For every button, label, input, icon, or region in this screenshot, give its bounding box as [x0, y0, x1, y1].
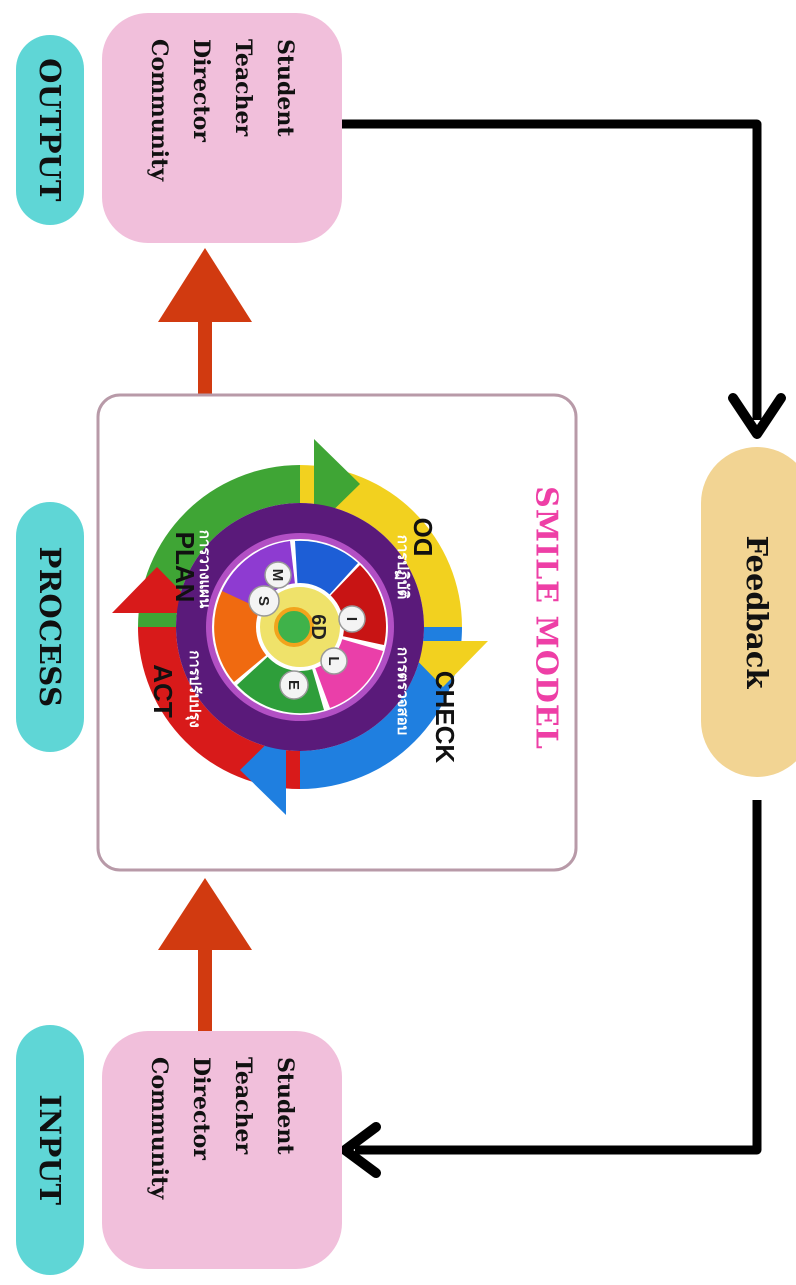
core-6d-label: 6D — [307, 614, 329, 640]
input-card-line: Student — [272, 1057, 298, 1155]
check-segment — [300, 627, 462, 789]
input-card-line: Teacher — [230, 1057, 256, 1155]
letter-s: S — [255, 596, 272, 606]
input-to-process-arrowhead — [158, 878, 252, 950]
output-card-line: Community — [146, 39, 172, 182]
smile-model-title: SMILE MODEL — [528, 486, 564, 750]
plan-label: PLAN — [170, 532, 200, 603]
letter-badges — [248, 561, 366, 700]
do-segment — [300, 465, 462, 627]
act-thai-label: การปรับปรุง — [185, 650, 204, 728]
feedback-pill: Feedback — [701, 447, 796, 777]
letter-e: E — [285, 680, 302, 690]
feedback-to-input-arrowhead — [340, 1122, 381, 1178]
letter-m: M — [269, 569, 286, 582]
core-emblem — [274, 607, 314, 647]
output-card-line: Director — [188, 39, 214, 142]
letter-badge-s — [248, 585, 280, 617]
letter-badge-e — [279, 670, 309, 700]
letter-l: L — [325, 656, 342, 665]
output-to-feedback-connector — [340, 119, 762, 420]
output-to-feedback-arrowhead — [728, 393, 786, 439]
output-card: Student Teacher Director Community — [102, 13, 342, 243]
output-card-line: Teacher — [230, 39, 256, 137]
input-card: Student Teacher Director Community — [102, 1031, 342, 1269]
check-thai-label: การตรวจสอบ — [394, 647, 412, 735]
act-segment — [138, 627, 300, 789]
output-card-line: Student — [272, 39, 298, 137]
input-stage-pill: INPUT — [16, 1025, 84, 1275]
process-to-output-shaft — [198, 310, 212, 395]
process-stage-label: PROCESS — [33, 546, 67, 708]
feedback-label: Feedback — [740, 535, 774, 689]
input-card-line: Director — [188, 1057, 214, 1160]
process-stage-pill: PROCESS — [16, 502, 84, 752]
process-to-output-arrowhead — [158, 248, 252, 322]
letter-badge-m — [264, 561, 292, 589]
do-label: DO — [408, 518, 438, 557]
input-stage-label: INPUT — [33, 1094, 67, 1206]
letter-badge-l — [320, 647, 348, 675]
plan-segment — [138, 465, 300, 627]
do-thai-label: การปฏิบัติ — [394, 535, 412, 599]
feedback-to-input-connector — [355, 800, 762, 1155]
plan-thai-label: การวางแผน — [196, 530, 214, 609]
act-label: ACT — [148, 664, 178, 718]
output-stage-label: OUTPUT — [33, 58, 67, 202]
input-to-process-shaft — [198, 945, 212, 1040]
output-stage-pill: OUTPUT — [16, 35, 84, 225]
letter-badge-i — [338, 605, 366, 633]
letter-i: I — [343, 617, 360, 621]
input-card-line: Community — [146, 1057, 172, 1200]
check-label: CHECK — [430, 671, 460, 764]
smile-cycle-wheel: PLAN DO CHECK ACT การวางแผน การปฏิบัติ ก… — [112, 439, 488, 815]
